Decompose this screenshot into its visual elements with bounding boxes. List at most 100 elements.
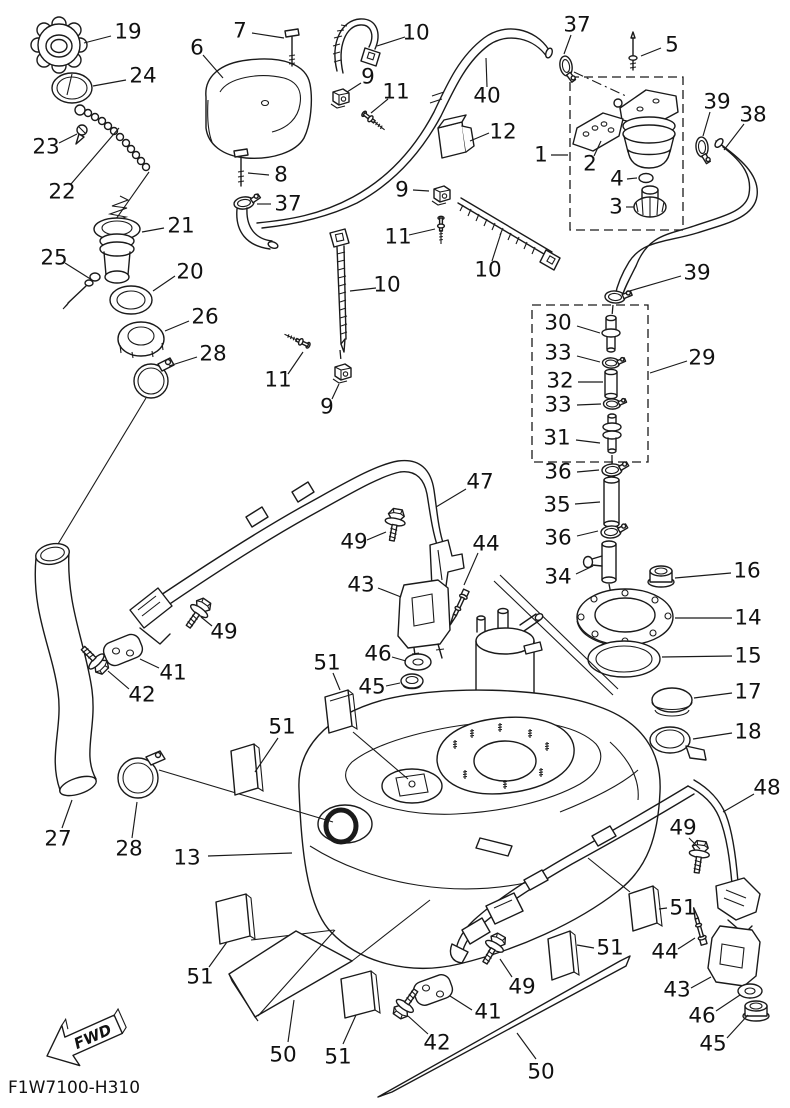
callout-leader-50: [517, 1033, 536, 1059]
callout-label-45: 45: [699, 1032, 726, 1057]
pad-51-f: [588, 858, 662, 931]
callout-label-49: 49: [340, 530, 367, 555]
tank-strap-47: [130, 461, 464, 644]
grommet-45-upper: [401, 674, 423, 689]
callout-leader-28: [132, 802, 137, 838]
callout-label-51: 51: [313, 651, 340, 676]
cable-tie-10-diagonal: [458, 198, 560, 270]
callout-label-6: 6: [190, 36, 204, 61]
callout-leader-49: [367, 532, 386, 540]
callout-label-12: 12: [489, 120, 516, 145]
callout-label-49: 49: [210, 620, 237, 645]
callout-leader-5: [641, 48, 661, 56]
callout-label-41: 41: [159, 661, 186, 686]
callout-label-11: 11: [264, 368, 291, 393]
callout-label-44: 44: [472, 532, 499, 557]
callout-leader-45: [727, 1015, 748, 1038]
callout-label-30: 30: [544, 311, 571, 336]
filter-screw-5: [629, 32, 637, 70]
fuel-cock-box-29: [532, 305, 648, 464]
callout-leader-51: [209, 942, 227, 967]
pad-51-d: [341, 971, 380, 1018]
callout-label-51: 51: [268, 715, 295, 740]
callout-label-5: 5: [665, 33, 679, 58]
ring-clamp-18: [650, 727, 706, 760]
callout-label-39: 39: [703, 90, 730, 115]
callout-leader-38: [724, 124, 744, 150]
callout-leader-42: [108, 671, 129, 689]
chain-screw-23: [76, 125, 87, 144]
cover-6: [206, 59, 312, 158]
callout-label-22: 22: [48, 180, 75, 205]
callout-label-33: 33: [544, 341, 571, 366]
callout-label-8: 8: [274, 163, 288, 188]
pad-51-c: [216, 894, 334, 944]
strip-50-right: [378, 956, 630, 1097]
hose-clamp-37-top: [557, 54, 626, 96]
callout-leader-34: [576, 566, 593, 574]
callout-leader-10: [492, 233, 501, 261]
callout-leader-44: [464, 553, 478, 585]
callout-label-18: 18: [734, 720, 761, 745]
strap-bolt-49-upper: [381, 506, 408, 544]
callout-label-43: 43: [663, 978, 690, 1003]
callout-label-42: 42: [423, 1031, 450, 1056]
callout-leader-45: [386, 683, 400, 686]
callout-leader-36: [577, 470, 599, 472]
callout-label-24: 24: [129, 64, 156, 89]
callout-leader-51: [333, 673, 340, 690]
callout-label-51: 51: [669, 896, 696, 921]
callout-label-34: 34: [544, 565, 571, 590]
callout-label-28: 28: [115, 837, 142, 862]
callout-label-1: 1: [534, 143, 548, 168]
fuel-filter-assembly-box-1: [557, 32, 683, 230]
pad-51-a: [325, 690, 408, 779]
strip-50-left: [229, 900, 430, 1021]
callout-leader-12: [470, 133, 489, 141]
callout-label-17: 17: [734, 680, 761, 705]
callout-leader-48: [723, 794, 754, 812]
hose-clamp-39-lower: [603, 288, 634, 316]
callout-label-31: 31: [543, 426, 570, 451]
cap-gasket-24: [52, 73, 92, 103]
hose-35: [604, 477, 619, 527]
callout-leader-2: [594, 141, 601, 156]
callout-leader-11: [371, 99, 388, 113]
callout-leader-15: [662, 656, 732, 657]
clamp-screw-11-top: [359, 109, 388, 134]
callout-label-19: 19: [114, 20, 141, 45]
callout-leader-51: [343, 1015, 356, 1044]
callout-label-20: 20: [176, 260, 203, 285]
fuel-tank-13: [299, 690, 660, 968]
callout-label-35: 35: [543, 493, 570, 518]
callout-label-50: 50: [527, 1060, 554, 1085]
callout-label-7: 7: [233, 19, 247, 44]
callout-leader-44: [678, 938, 695, 949]
callout-leader-29: [650, 361, 687, 373]
callout-leader-36: [577, 531, 598, 536]
pipe-clamp-9-right: [431, 185, 451, 206]
fuel-hose-38: [615, 137, 757, 297]
hose-clamp-28-mid: [118, 751, 333, 822]
callout-label-14: 14: [734, 606, 761, 631]
filler-hose-27: [34, 541, 99, 800]
callouts-layer: 1924232221252026286783710911129114010101…: [32, 13, 780, 1085]
cap-17: [652, 688, 692, 716]
fuel-cap-19: [31, 17, 87, 73]
callout-leader-49: [689, 838, 700, 849]
callout-leader-39: [703, 112, 710, 136]
callout-leader-19: [84, 36, 111, 43]
box-12: [438, 115, 474, 158]
callout-label-36: 36: [544, 460, 571, 485]
callout-label-10: 10: [474, 258, 501, 283]
pipe-clamp-9-lower: [332, 363, 352, 384]
callout-leader-28: [169, 357, 197, 366]
gasket-15: [588, 641, 660, 677]
callout-label-11: 11: [382, 80, 409, 105]
callout-label-44: 44: [651, 940, 678, 965]
washer-20: [110, 286, 152, 314]
callout-label-33: 33: [544, 393, 571, 418]
callout-leader-40: [486, 58, 487, 87]
callout-leader-50: [288, 1000, 294, 1042]
callout-leader-25: [65, 263, 92, 280]
